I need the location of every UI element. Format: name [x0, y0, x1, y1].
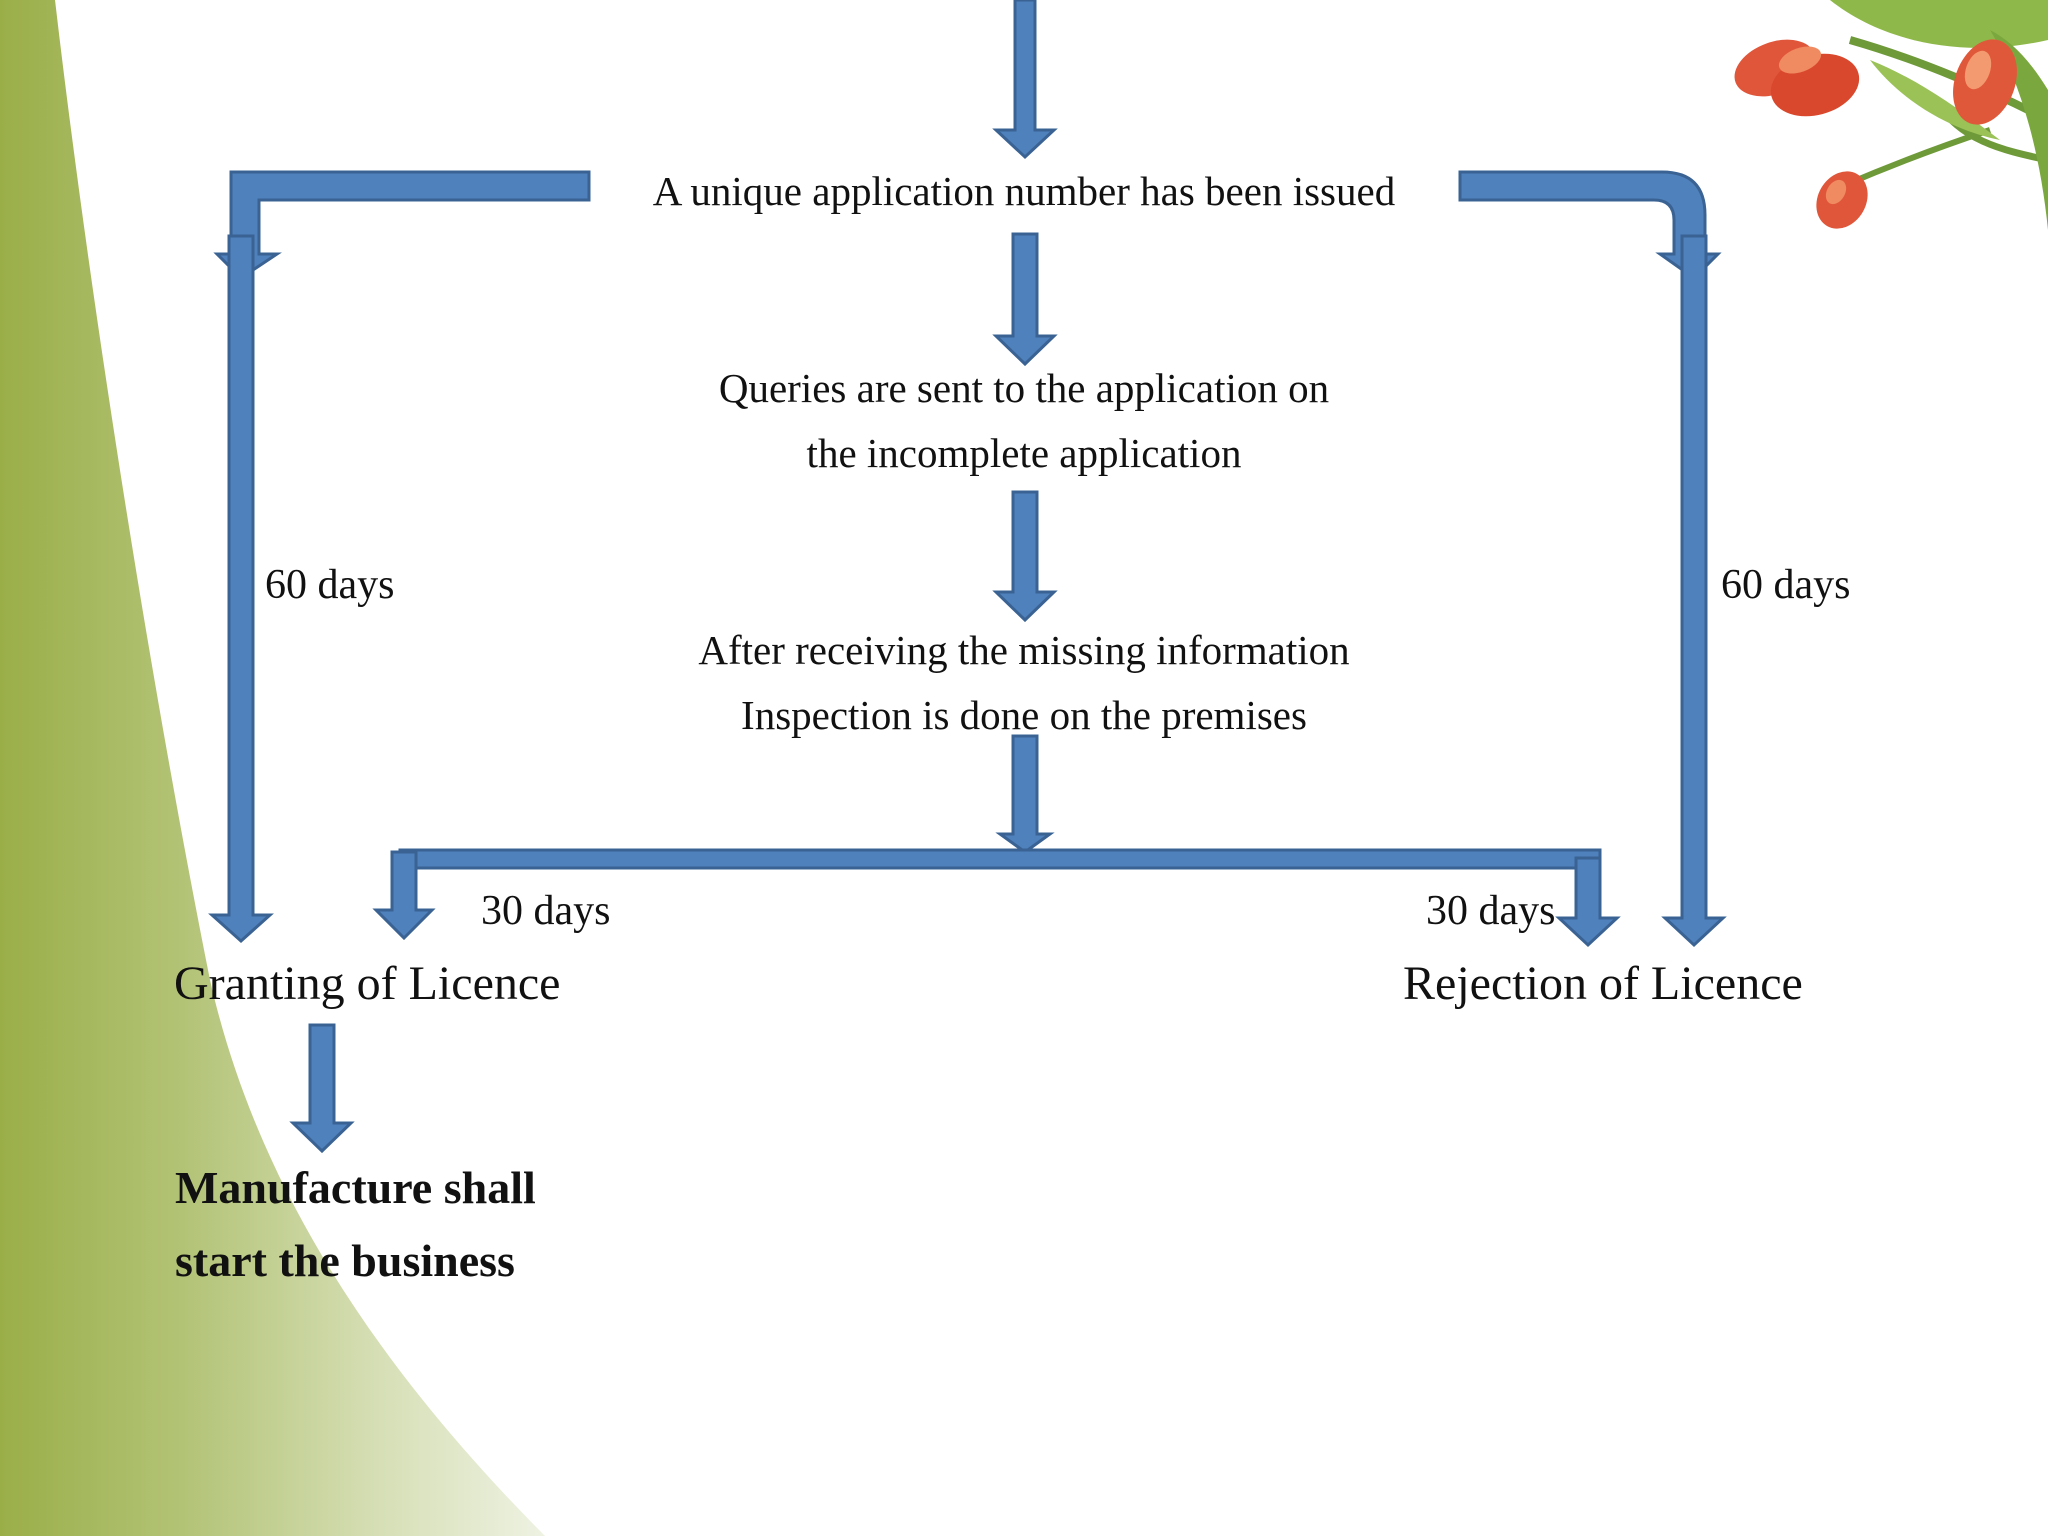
outcome-granting-of-licence: Granting of Licence [174, 957, 561, 1010]
connector-right-bend [1458, 170, 1722, 280]
arrow-down-to-final [289, 1023, 355, 1154]
arrow-down-to-queries [992, 232, 1058, 367]
step-inspection-line1: After receiving the missing information [698, 627, 1350, 673]
step-inspection-line2: Inspection is done on the premises [741, 692, 1307, 738]
connector-left-bend [213, 170, 591, 280]
arrow-down-to-rejection [1555, 856, 1621, 948]
tulip-flowers-icon [1734, 0, 2048, 230]
final-step-line1: Manufacture shall [175, 1162, 536, 1213]
duration-left-60-days: 60 days [265, 562, 395, 608]
green-swoosh [0, 0, 545, 1536]
arrow-down-to-granting [372, 850, 436, 941]
step-application-issued: A unique application number has been iss… [652, 168, 1396, 214]
duration-right-60-days: 60 days [1721, 562, 1851, 608]
arrow-down-to-split [995, 734, 1055, 854]
split-bar [398, 848, 1602, 870]
arrow-down-top [992, 0, 1058, 160]
arrow-down-left-60days [208, 234, 274, 944]
arrow-down-right-60days [1661, 234, 1727, 948]
flow-arrows [208, 0, 1727, 1154]
step-queries-line2: the incomplete application [806, 430, 1242, 476]
final-step-line2: start the business [175, 1235, 515, 1286]
duration-grant-30-days: 30 days [481, 888, 611, 934]
step-queries-line1: Queries are sent to the application on [718, 365, 1330, 411]
duration-reject-30-days: 30 days [1426, 888, 1556, 934]
outcome-rejection-of-licence: Rejection of Licence [1403, 957, 1803, 1010]
arrow-down-to-inspection [992, 490, 1058, 623]
